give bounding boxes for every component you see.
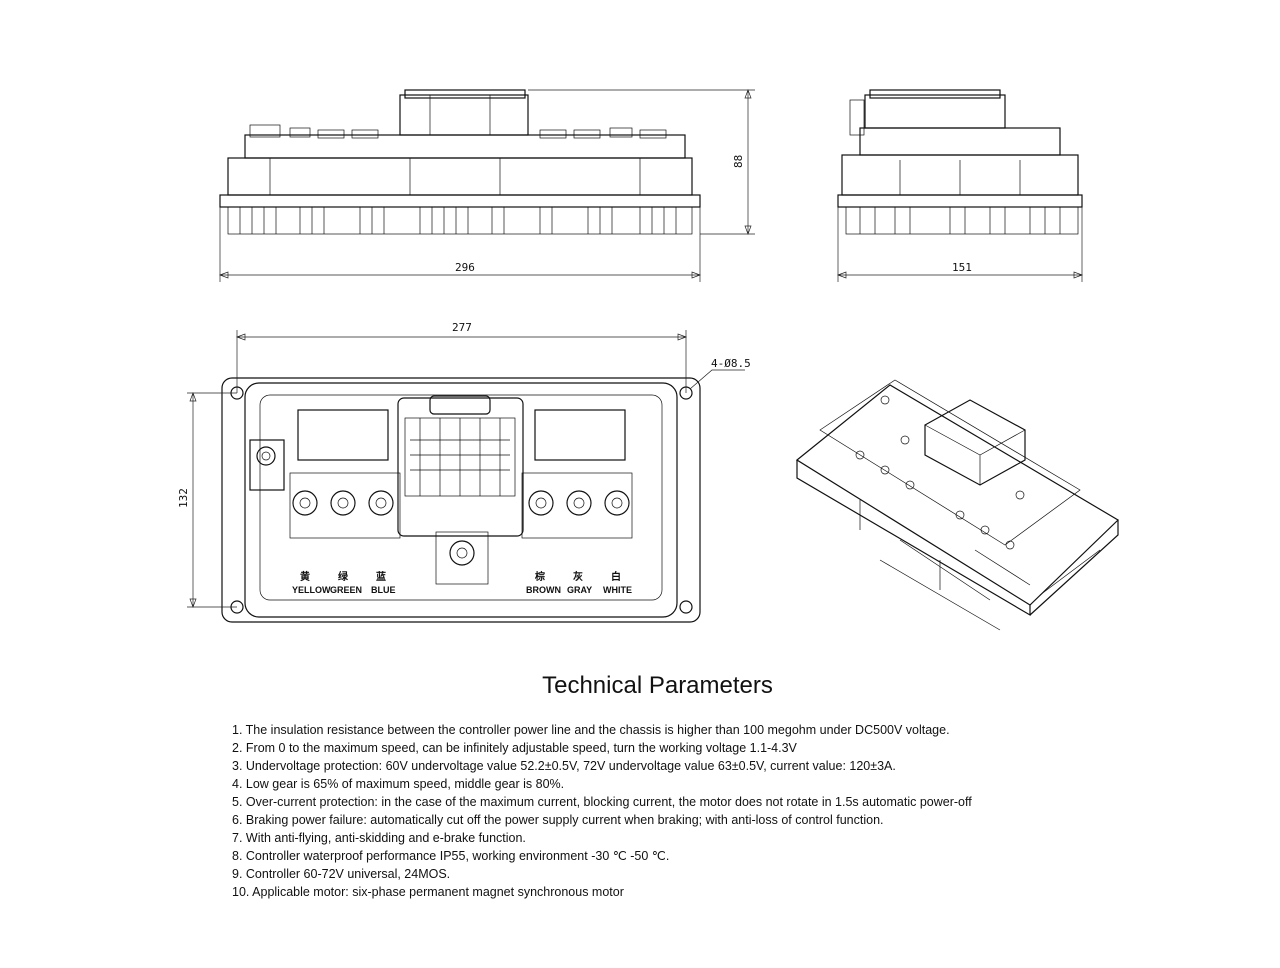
svg-text:YELLOW: YELLOW [292, 585, 331, 595]
svg-text:绿: 绿 [338, 570, 349, 583]
parameters-list: 1. The insulation resistance between the… [232, 721, 972, 901]
wire-color-labels: 黄 绿 蓝 棕 灰 白 YELLOW GREEN BLUE BROWN GRAY… [292, 570, 632, 595]
dim-151: 151 [952, 261, 972, 274]
section-title: Technical Parameters [542, 672, 773, 699]
svg-text:GREEN: GREEN [330, 585, 362, 595]
dim-132: 132 [177, 488, 190, 508]
dim-277: 277 [452, 321, 472, 334]
isometric-view [795, 379, 1119, 631]
svg-text:蓝: 蓝 [376, 570, 386, 583]
side-view [837, 89, 1083, 235]
height-dimension: 88 [528, 89, 755, 235]
parameter-item: 5. Over-current protection: in the case … [232, 795, 972, 809]
svg-text:BLUE: BLUE [371, 585, 396, 595]
svg-text:黄: 黄 [300, 570, 310, 583]
hole-callout: 4-Ø8.5 [689, 357, 751, 390]
side-width-dimension: 151 [837, 207, 1083, 282]
parameter-item: 4. Low gear is 65% of maximum speed, mid… [232, 777, 565, 791]
dim-holes: 4-Ø8.5 [711, 357, 751, 370]
hole-span-dimension: 277 [236, 321, 687, 393]
svg-text:GRAY: GRAY [567, 585, 592, 595]
parameter-item: 1. The insulation resistance between the… [232, 723, 950, 737]
dim-88: 88 [732, 155, 745, 168]
parameter-item: 7. With anti-flying, anti-skidding and e… [232, 831, 526, 845]
parameter-item: 9. Controller 60-72V universal, 24MOS. [232, 867, 451, 881]
dim-296: 296 [455, 261, 475, 274]
svg-text:灰: 灰 [573, 570, 583, 583]
parameter-item: 10. Applicable motor: six-phase permanen… [232, 885, 624, 899]
parameter-item: 8. Controller waterproof performance IP5… [232, 849, 670, 863]
svg-text:WHITE: WHITE [603, 585, 632, 595]
svg-text:BROWN: BROWN [526, 585, 561, 595]
parameter-item: 6. Braking power failure: automatically … [232, 813, 884, 827]
parameter-item: 2. From 0 to the maximum speed, can be i… [232, 741, 797, 755]
top-view: 黄 绿 蓝 棕 灰 白 YELLOW GREEN BLUE BROWN GRAY… [221, 377, 701, 623]
svg-text:白: 白 [611, 570, 621, 583]
plate-height-dimension: 132 [177, 392, 237, 608]
front-width-dimension: 296 [219, 207, 701, 282]
front-view [219, 89, 701, 235]
phase-terminals [289, 472, 633, 585]
svg-text:棕: 棕 [534, 570, 545, 583]
parameter-item: 3. Undervoltage protection: 60V undervol… [232, 759, 896, 773]
